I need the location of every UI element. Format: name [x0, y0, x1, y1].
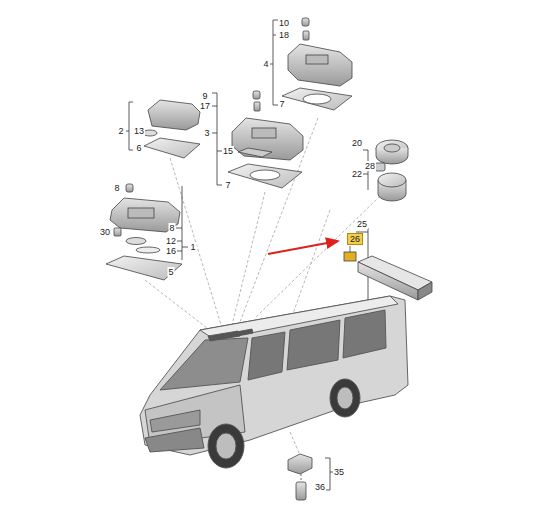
callout-number: 1 [189, 242, 196, 252]
callout-number: 5 [167, 267, 174, 277]
lamp-group-1 [106, 184, 182, 280]
callout-number: 28 [364, 161, 376, 171]
callout-number: 6 [135, 143, 142, 153]
callout-number: 30 [99, 227, 111, 237]
callout-number: 20 [351, 138, 363, 148]
pointer-arrow [268, 241, 338, 254]
callout-number: 9 [201, 91, 208, 101]
callout-number: 26 [347, 233, 363, 245]
callout-number: 22 [351, 169, 363, 179]
callout-number: 7 [278, 99, 285, 109]
callout-number: 36 [314, 482, 326, 492]
callout-number: 16 [165, 246, 177, 256]
control-unit-25 [344, 246, 432, 300]
switch-parts [288, 454, 312, 500]
callout-number: 2 [117, 126, 124, 136]
callout-number: 7 [224, 180, 231, 190]
callout-number: 10 [278, 18, 290, 28]
callout-number: 13 [133, 126, 145, 136]
callout-number: 4 [262, 59, 269, 69]
lamp-group-3 [228, 91, 303, 188]
callout-number: 3 [203, 128, 210, 138]
van-illustration [140, 296, 408, 468]
callout-number: 8 [113, 183, 120, 193]
lamp-group-4 [282, 18, 352, 110]
lamp-group-2 [143, 100, 200, 158]
speaker-parts [375, 140, 408, 201]
callout-number: 12 [165, 236, 177, 246]
callout-number: 25 [356, 219, 368, 229]
callout-number: 17 [199, 101, 211, 111]
callout-number: 8 [168, 223, 175, 233]
callout-number: 18 [278, 30, 290, 40]
callout-number: 35 [333, 467, 345, 477]
callout-number: 15 [222, 146, 234, 156]
